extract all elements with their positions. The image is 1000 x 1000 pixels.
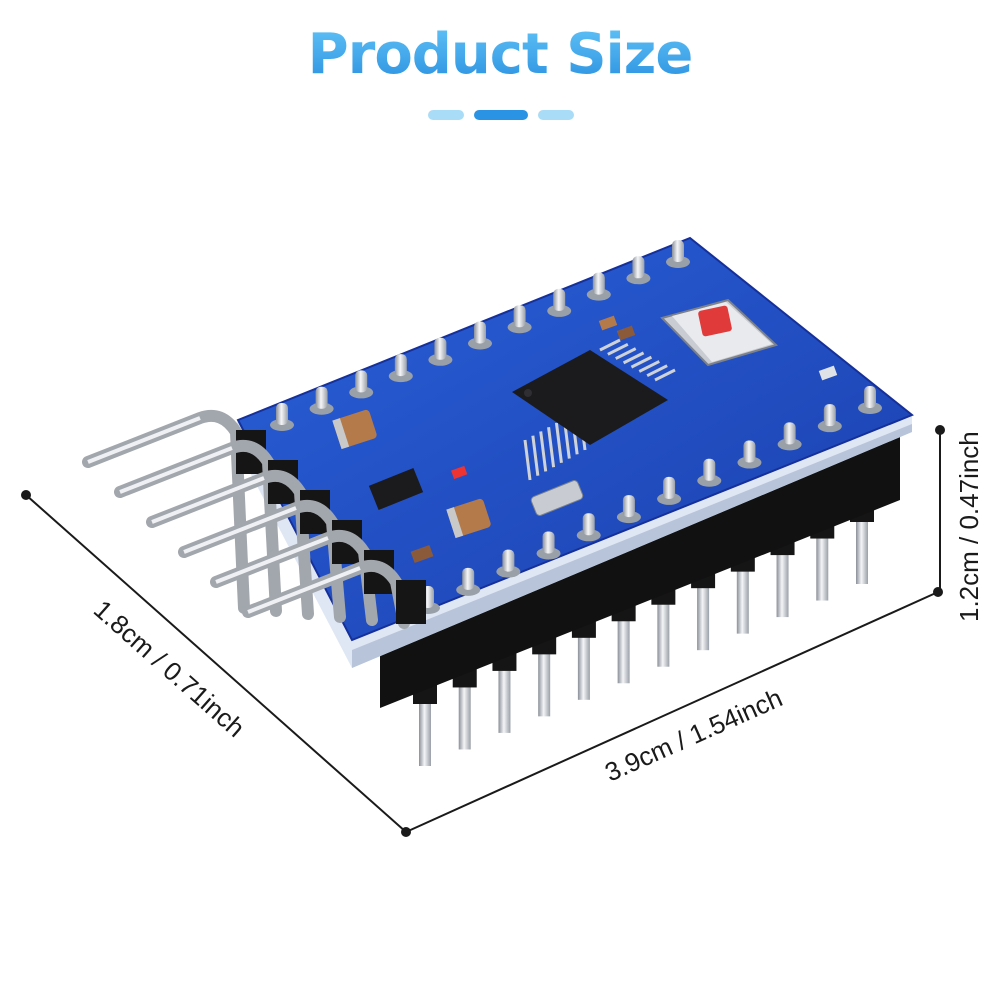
solder-pin [456, 567, 481, 596]
solder-pin [388, 354, 413, 383]
solder-pin [507, 305, 532, 334]
crystal-oscillator [530, 480, 584, 516]
microcontroller-chip [512, 338, 676, 481]
solder-pin [858, 386, 882, 414]
voltage-regulator [368, 467, 424, 511]
header-strip-front [380, 430, 900, 708]
solder-pin [349, 370, 374, 399]
title-underline-left [428, 110, 464, 120]
solder-pin [657, 476, 682, 505]
solder-pin [626, 256, 651, 285]
title-underline-right [538, 110, 574, 120]
reset-button [660, 298, 778, 367]
solder-pin [777, 422, 802, 451]
top-solder-pins [270, 240, 882, 614]
capacitor-2 [446, 498, 491, 539]
height-dimension-line [935, 425, 945, 592]
pcb-edge-shadow [352, 424, 912, 668]
height-label: 1.2cm / 0.47inch [954, 431, 984, 622]
page-title: Product Size [0, 22, 1000, 87]
solder-pin [270, 403, 294, 431]
solder-pin [586, 272, 611, 301]
solder-pin [309, 386, 334, 415]
solder-pin [576, 513, 601, 542]
length-label: 3.9cm / 1.54inch [600, 682, 786, 787]
solder-pin [536, 531, 561, 560]
solder-pin [737, 440, 762, 469]
solder-pin [697, 458, 722, 487]
solder-pin [616, 495, 641, 524]
title-underline-center [474, 110, 528, 120]
solder-pin [428, 337, 453, 366]
smd-parts [410, 315, 838, 564]
solder-pin [547, 288, 572, 317]
angled-header-pins [82, 409, 426, 629]
solder-pin [666, 240, 690, 268]
solder-pin [817, 404, 842, 433]
angled-pin [242, 559, 426, 629]
width-label: 1.8cm / 0.71inch [88, 594, 251, 743]
solder-pin [496, 549, 521, 578]
solder-pin [468, 321, 492, 350]
width-dimension-line [21, 490, 411, 837]
capacitor-1 [332, 409, 377, 450]
